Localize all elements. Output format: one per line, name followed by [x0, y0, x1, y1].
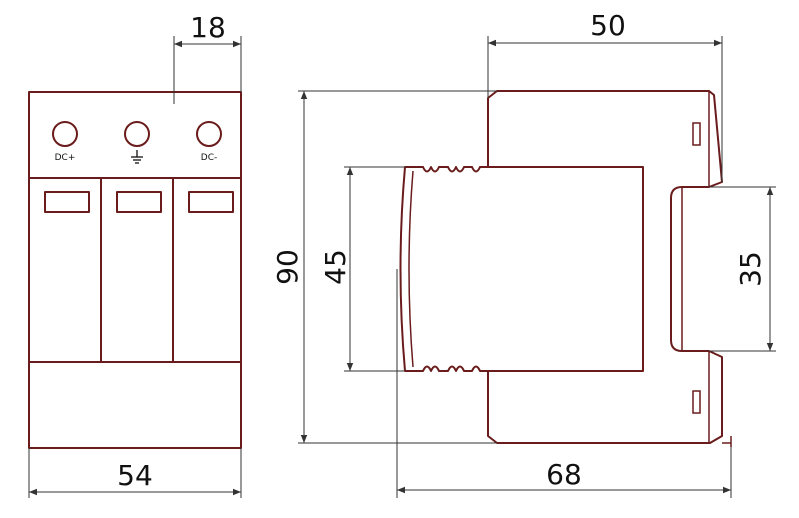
cover-grip-line: [408, 170, 414, 368]
terminal-screw-dc-minus: [196, 121, 222, 147]
front-housing: [28, 91, 242, 449]
dim-label-cover-height: 45: [319, 249, 352, 285]
status-window-2: [116, 191, 162, 213]
earth-ground-icon: [131, 150, 143, 164]
side-slot-top: [692, 122, 701, 146]
dim-label-height: 90: [271, 249, 304, 285]
terminal-label-dc-plus: DC+: [55, 153, 76, 163]
dim-label-depth-top: 50: [590, 9, 626, 42]
dim-label-rail: 35: [734, 251, 767, 287]
dim-label-depth-total: 68: [546, 458, 582, 491]
dim-label-module-width: 18: [190, 11, 226, 44]
side-housing: [487, 90, 723, 444]
terminal-screw-dc-plus: [52, 121, 78, 147]
status-window-1: [44, 191, 90, 213]
dim-label-total-width: 54: [117, 459, 153, 492]
terminal-label-dc-minus: DC-: [201, 153, 217, 163]
terminal-screw-ground: [124, 121, 150, 147]
status-window-3: [188, 191, 234, 213]
dimensions: 18 54 50 68 90 45 35: [28, 9, 776, 498]
plug-in-cover: [399, 166, 644, 372]
front-view: DC+ DC-: [28, 91, 242, 449]
side-slot-bottom: [692, 390, 701, 414]
side-view: [399, 90, 732, 447]
